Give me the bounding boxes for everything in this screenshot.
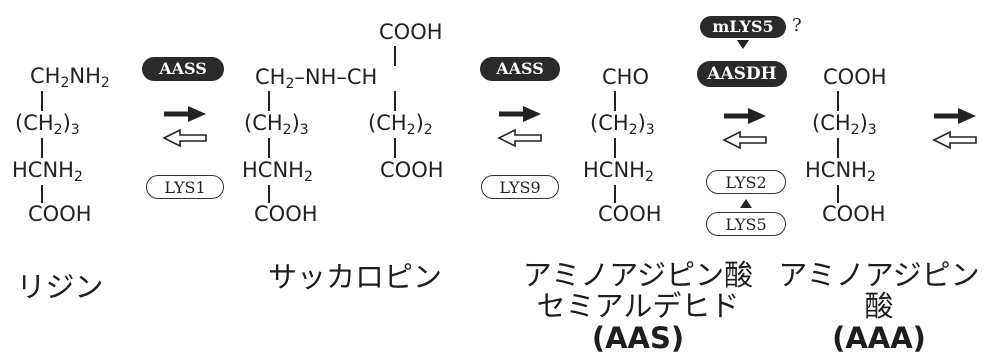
aas-name-line1: アミノアジピン酸 <box>522 258 754 292</box>
aaa-name-abbrev: (AAA) <box>832 320 926 355</box>
saccharopine-cooh-top: COOH <box>379 20 443 44</box>
aaa-bond-1 <box>837 91 839 111</box>
aas-cho: CHO <box>602 65 649 89</box>
aaa-name-line1: アミノアジピン酸 <box>778 258 980 324</box>
aaa-cooh-bottom: COOH <box>822 202 886 226</box>
enzyme-aasdh: AASDH <box>697 61 787 87</box>
lysine-ch2-3: (CH2)3 <box>15 111 80 138</box>
aaa-bond-2 <box>837 138 839 158</box>
enzyme-lys2: LYS2 <box>706 170 786 194</box>
aas-name: アミノアジピン酸 セミアルデヒド (AAS) <box>508 258 768 355</box>
aas-ch2-3: (CH2)3 <box>590 111 655 138</box>
saccharopine-right-cooh: COOH <box>380 158 444 182</box>
aas-bond-2 <box>614 138 616 158</box>
aas-bond-1 <box>614 91 616 111</box>
saccharopine-right-ch2-2: (CH2)2 <box>368 111 433 138</box>
aaa-ch2-3: (CH2)3 <box>812 111 877 138</box>
enzyme-lys5: LYS5 <box>706 212 786 236</box>
saccharopine-bond-l1 <box>268 91 270 111</box>
aas-name-abbrev: (AAS) <box>591 320 685 355</box>
saccharopine-bond-r1 <box>394 91 396 111</box>
lysine-ch2nh2: CH2NH2 <box>30 64 110 91</box>
forward-arrow-icon <box>724 108 766 124</box>
step4-arrows <box>932 108 977 150</box>
aaa-name: アミノアジピン酸 (AAA) <box>765 258 993 355</box>
activation-triangle-icon <box>740 199 752 208</box>
enzyme-lys1: LYS1 <box>146 175 224 199</box>
saccharopine-left-ch2-3: (CH2)3 <box>244 111 309 138</box>
saccharopine-bond-r2 <box>394 138 396 158</box>
saccharopine-left-cooh: COOH <box>254 202 318 226</box>
lysine-bond-3 <box>41 185 43 203</box>
forward-arrow-icon <box>934 108 976 124</box>
activation-triangle-icon <box>737 40 749 49</box>
lysine-cooh: COOH <box>28 202 92 226</box>
aas-hcnh2: HCNH2 <box>583 158 654 185</box>
reverse-hollow-arrow-icon <box>497 128 542 148</box>
enzyme-aass-2: AASS <box>480 57 560 81</box>
saccharopine-left-hcnh2: HCNH2 <box>242 158 313 185</box>
lysine-hcnh2: HCNH2 <box>12 158 83 185</box>
aas-bond-3 <box>614 185 616 203</box>
reverse-hollow-arrow-icon <box>162 128 207 148</box>
regulator-question-mark: ? <box>792 15 802 36</box>
reverse-hollow-arrow-icon <box>722 130 767 150</box>
lysine-bond-1 <box>41 91 43 111</box>
aaa-cooh-top: COOH <box>823 65 887 89</box>
saccharopine-name: サッカロピン <box>267 260 442 294</box>
lysine-name: リジン <box>16 270 104 304</box>
aas-name-line2: セミアルデヒド <box>536 289 740 324</box>
saccharopine-bond-top <box>394 46 396 66</box>
saccharopine-chain: CH2–NH–CH <box>255 65 378 92</box>
aas-cooh: COOH <box>598 202 662 226</box>
reverse-hollow-arrow-icon <box>932 130 977 150</box>
step1-arrows <box>162 106 207 148</box>
saccharopine-bond-l3 <box>268 185 270 203</box>
step3-arrows <box>722 108 767 150</box>
enzyme-lys9: LYS9 <box>481 175 559 199</box>
saccharopine-bond-l2 <box>268 138 270 158</box>
aaa-hcnh2: HCNH2 <box>805 158 876 185</box>
lysine-bond-2 <box>41 138 43 158</box>
aaa-bond-3 <box>837 185 839 203</box>
enzyme-aass-1: AASS <box>142 57 224 81</box>
forward-arrow-icon <box>499 106 541 122</box>
forward-arrow-icon <box>164 106 206 122</box>
step2-arrows <box>497 106 542 148</box>
enzyme-mlys5: mLYS5 <box>700 16 786 38</box>
